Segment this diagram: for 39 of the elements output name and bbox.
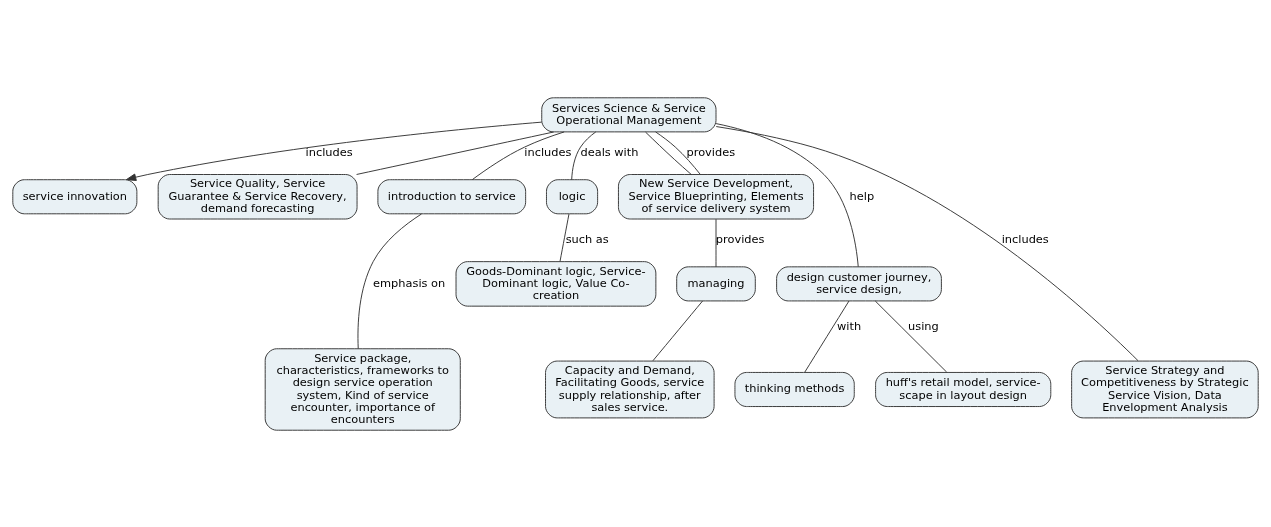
node-box: huff's retail model, service-scape in layout design — [875, 371, 1052, 407]
connector — [472, 130, 565, 180]
connector — [652, 300, 703, 361]
edge-label: emphasis on — [373, 275, 446, 290]
edge-label: includes — [305, 144, 353, 159]
connector — [715, 125, 1139, 361]
node-box: Service package, characteristics, frameworks to design service operation system, Kind of service encounter, importance of encounters — [264, 347, 461, 431]
connector — [715, 218, 717, 267]
edge-label: help — [849, 188, 875, 203]
edge-label: provides — [686, 144, 736, 159]
edge-label: includes — [1001, 231, 1049, 246]
connector — [356, 131, 555, 175]
node-box: Services Science & Service Operational Management — [541, 96, 717, 132]
connector — [874, 300, 948, 373]
edge-label: with — [837, 318, 862, 333]
node-box: logic — [546, 178, 599, 214]
node-box: Service Strategy and Competitiveness by Strategic Service Vision, Data Envelopment Analysis — [1071, 360, 1259, 418]
edge-label: includes — [524, 144, 572, 159]
edge-label: such as — [565, 231, 609, 246]
arrow — [125, 121, 543, 181]
connector — [645, 131, 692, 175]
connector — [715, 122, 859, 267]
node-box: design customer journey, service design, — [776, 265, 942, 301]
node-box: Capacity and Demand, Facilitating Goods, service supply relationship, after sales service. — [545, 360, 715, 418]
connector — [804, 300, 850, 373]
edge-label: using — [908, 318, 939, 333]
connector — [571, 130, 597, 180]
node-box: New Service Development, Service Blueprinting, Elements of service delivery system — [617, 173, 815, 219]
node-box: thinking methods — [734, 371, 855, 407]
edge-label: provides — [715, 231, 765, 246]
connector — [357, 213, 422, 349]
node-box: Service Quality, Service Guarantee & Service Recovery, demand forecasting — [157, 173, 358, 219]
node-box: managing — [676, 265, 756, 301]
connector — [655, 130, 701, 175]
node-box: service innovation — [12, 178, 138, 214]
connector — [559, 213, 570, 262]
edge-label: deals with — [580, 144, 639, 159]
node-box: introduction to service — [377, 178, 527, 214]
node-box: Goods-Dominant logic, Service-Dominant logic, Value Co-creation — [455, 260, 657, 307]
